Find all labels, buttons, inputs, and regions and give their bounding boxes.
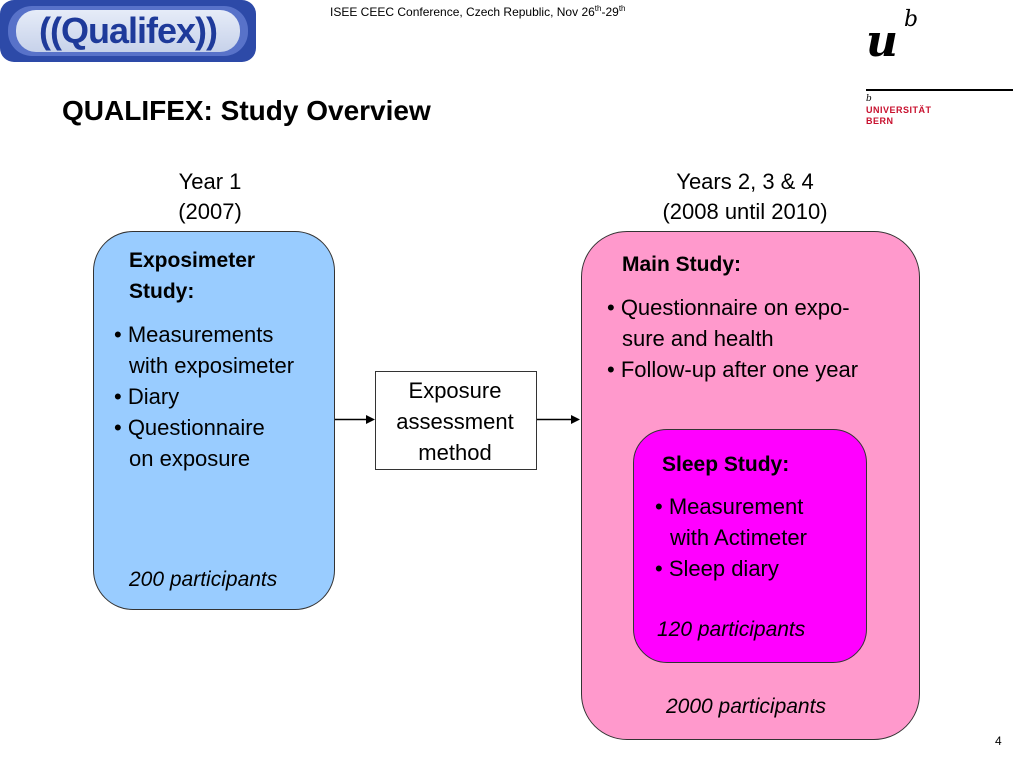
unibern-small-b: b — [866, 94, 872, 104]
qualifex-logo-text: ((Qualifex)) — [38, 10, 218, 51]
list-item: • Sleep diary — [655, 556, 779, 581]
sleep-study-heading: Sleep Study: — [662, 453, 790, 476]
exposure-method-box — [375, 371, 537, 470]
exposimeter-bullet-list: • Measurements with exposimeter • Diary … — [114, 319, 294, 474]
sleep-study-box — [633, 429, 867, 663]
qualifex-logo: ((Qualifex)) — [0, 0, 256, 62]
conference-header: ISEE CEEC Conference, Czech Republic, No… — [330, 4, 626, 19]
list-item: with Actimeter — [670, 525, 807, 550]
year2-line1: Years 2, 3 & 4 — [676, 169, 814, 194]
year1-line2: (2007) — [178, 199, 242, 224]
main-study-bullet-list: • Questionnaire on expo- sure and health… — [607, 292, 858, 385]
year1-line1: Year 1 — [178, 169, 242, 194]
list-item: • Diary — [114, 384, 180, 409]
exposimeter-heading: Exposimeter Study: — [129, 249, 256, 303]
main-study-participants: 2000 participants — [666, 695, 826, 718]
year2-line2: (2008 until 2010) — [662, 199, 828, 224]
list-item: sure and health — [622, 326, 774, 351]
list-item: • Measurements — [114, 322, 274, 347]
year2-label: Years 2, 3 & 4 (2008 until 2010) — [630, 167, 860, 227]
unibern-universitat: UNIVERSITÄT — [866, 105, 932, 115]
list-item: with exposimeter — [129, 353, 295, 378]
exposure-method-text: Exposure assessment method — [396, 378, 514, 465]
exposimeter-participants: 200 participants — [129, 568, 278, 591]
page-number: 4 — [995, 734, 1002, 748]
unibern-b-glyph: b — [904, 7, 919, 32]
list-item: • Follow-up after one year — [607, 357, 859, 382]
unibern-divider — [866, 89, 1013, 91]
unibern-u-glyph: u — [866, 16, 898, 67]
list-item: on exposure — [129, 446, 251, 471]
arrow-method-to-main — [537, 415, 580, 424]
list-item: • Measurement — [655, 494, 804, 519]
main-study-heading: Main Study: — [622, 253, 741, 276]
slide-title: QUALIFEX: Study Overview — [62, 95, 431, 126]
flow-arrows — [335, 415, 580, 424]
arrow-expo-to-method — [335, 415, 375, 424]
sleep-study-bullet-list: • Measurement with Actimeter • Sleep dia… — [655, 491, 807, 584]
sleep-study-participants: 120 participants — [657, 618, 806, 641]
list-item: • Questionnaire — [114, 415, 265, 440]
exposimeter-study-box — [93, 231, 335, 610]
unibern-bern: BERN — [866, 116, 894, 126]
list-item: • Questionnaire on expo- — [607, 295, 850, 320]
year1-label: Year 1 (2007) — [150, 167, 270, 227]
